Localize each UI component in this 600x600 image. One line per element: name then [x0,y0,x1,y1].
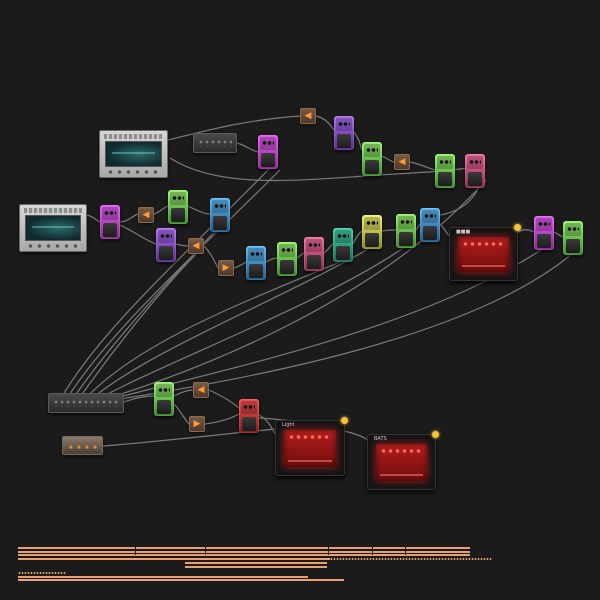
patch-cable[interactable] [315,115,335,131]
splitter-block[interactable]: ◀ [394,154,410,170]
patch-cable[interactable] [236,142,259,153]
left-arrow-icon: ◀ [142,209,150,220]
patch-cable[interactable] [296,252,305,259]
patch-cable[interactable] [59,167,271,401]
pedal-pink[interactable] [465,154,485,188]
patch-cable[interactable] [169,157,471,182]
amp-bottom-right[interactable]: BATS [367,431,439,490]
favorite-star-icon[interactable] [514,224,521,231]
pedal-green[interactable] [277,242,297,276]
left-arrow-icon: ◀ [197,384,205,395]
patch-cable[interactable] [208,389,240,409]
amp-bottom-left[interactable]: Light [275,417,348,476]
pedal-magenta[interactable] [258,135,278,169]
timeline-track[interactable] [0,540,600,590]
pedal-green[interactable] [362,142,382,176]
patch-cable[interactable] [352,230,363,245]
left-arrow-icon: ◀ [304,110,312,121]
synth-module-2[interactable] [19,204,87,252]
patch-cable[interactable] [119,213,139,223]
splitter-block[interactable]: ▶ [218,260,234,276]
amp-title: ■■■ [456,229,471,235]
rack-unit-top[interactable] [193,133,237,153]
pedal-magenta[interactable] [100,205,120,239]
patch-cable[interactable] [203,245,219,269]
patch-cable[interactable] [439,223,450,237]
splitter-block[interactable]: ◀ [188,238,204,254]
pedal-teal[interactable] [333,228,353,262]
patch-cable[interactable] [187,205,211,215]
patch-cable[interactable] [553,231,564,238]
patch-cable[interactable] [175,243,189,247]
patch-cable[interactable] [119,224,157,245]
pedal-green[interactable] [563,221,583,255]
right-arrow-icon: ▶ [193,418,201,429]
patch-cable[interactable] [258,414,276,435]
pedal-green[interactable] [435,154,455,188]
patch-cable[interactable] [409,161,436,171]
pedal-blue[interactable] [210,198,230,232]
favorite-star-icon[interactable] [341,417,348,424]
tuner-module[interactable] [62,436,103,455]
patch-cable[interactable] [233,261,247,269]
left-arrow-icon: ◀ [192,240,200,251]
favorite-star-icon[interactable] [432,431,439,438]
splitter-block[interactable]: ◀ [138,207,154,223]
pedal-blue[interactable] [246,246,266,280]
amp-title: Light [282,422,295,428]
patch-cable[interactable] [323,243,334,254]
pedal-blue[interactable] [420,208,440,242]
patch-cable[interactable] [173,389,194,397]
splitter-block[interactable]: ▶ [189,416,205,432]
patch-cable[interactable] [71,213,231,401]
patch-cable[interactable] [381,229,397,232]
patch-cable[interactable] [517,229,535,233]
splitter-block[interactable]: ◀ [300,108,316,124]
pedal-purple[interactable] [334,116,354,150]
patch-cable[interactable] [381,155,395,163]
pedal-magenta[interactable] [534,216,554,250]
patch-cable[interactable] [153,205,169,215]
patch-cable[interactable] [123,395,155,403]
patch-cable[interactable] [204,413,240,425]
pedal-green[interactable] [154,382,174,416]
patch-cable[interactable] [173,403,190,425]
left-arrow-icon: ◀ [398,156,406,167]
amp-right[interactable]: ■■■ [449,224,521,281]
patch-cable[interactable] [83,261,341,401]
pedal-pink[interactable] [304,237,324,271]
multi-output-rack[interactable] [48,393,124,413]
right-arrow-icon: ▶ [222,262,230,273]
patch-cable[interactable] [77,249,201,401]
amp-title: BATS [374,436,387,442]
synth-module-1[interactable] [99,130,168,178]
patch-cable[interactable] [86,214,101,223]
pedal-green[interactable] [168,190,188,224]
pedal-yellow[interactable] [362,215,382,249]
splitter-block[interactable]: ◀ [193,382,209,398]
pedal-green[interactable] [396,214,416,248]
patch-cable[interactable] [265,257,278,263]
pedal-red[interactable] [239,399,259,433]
pedal-purple[interactable] [156,228,176,262]
patch-cable[interactable] [353,131,363,151]
